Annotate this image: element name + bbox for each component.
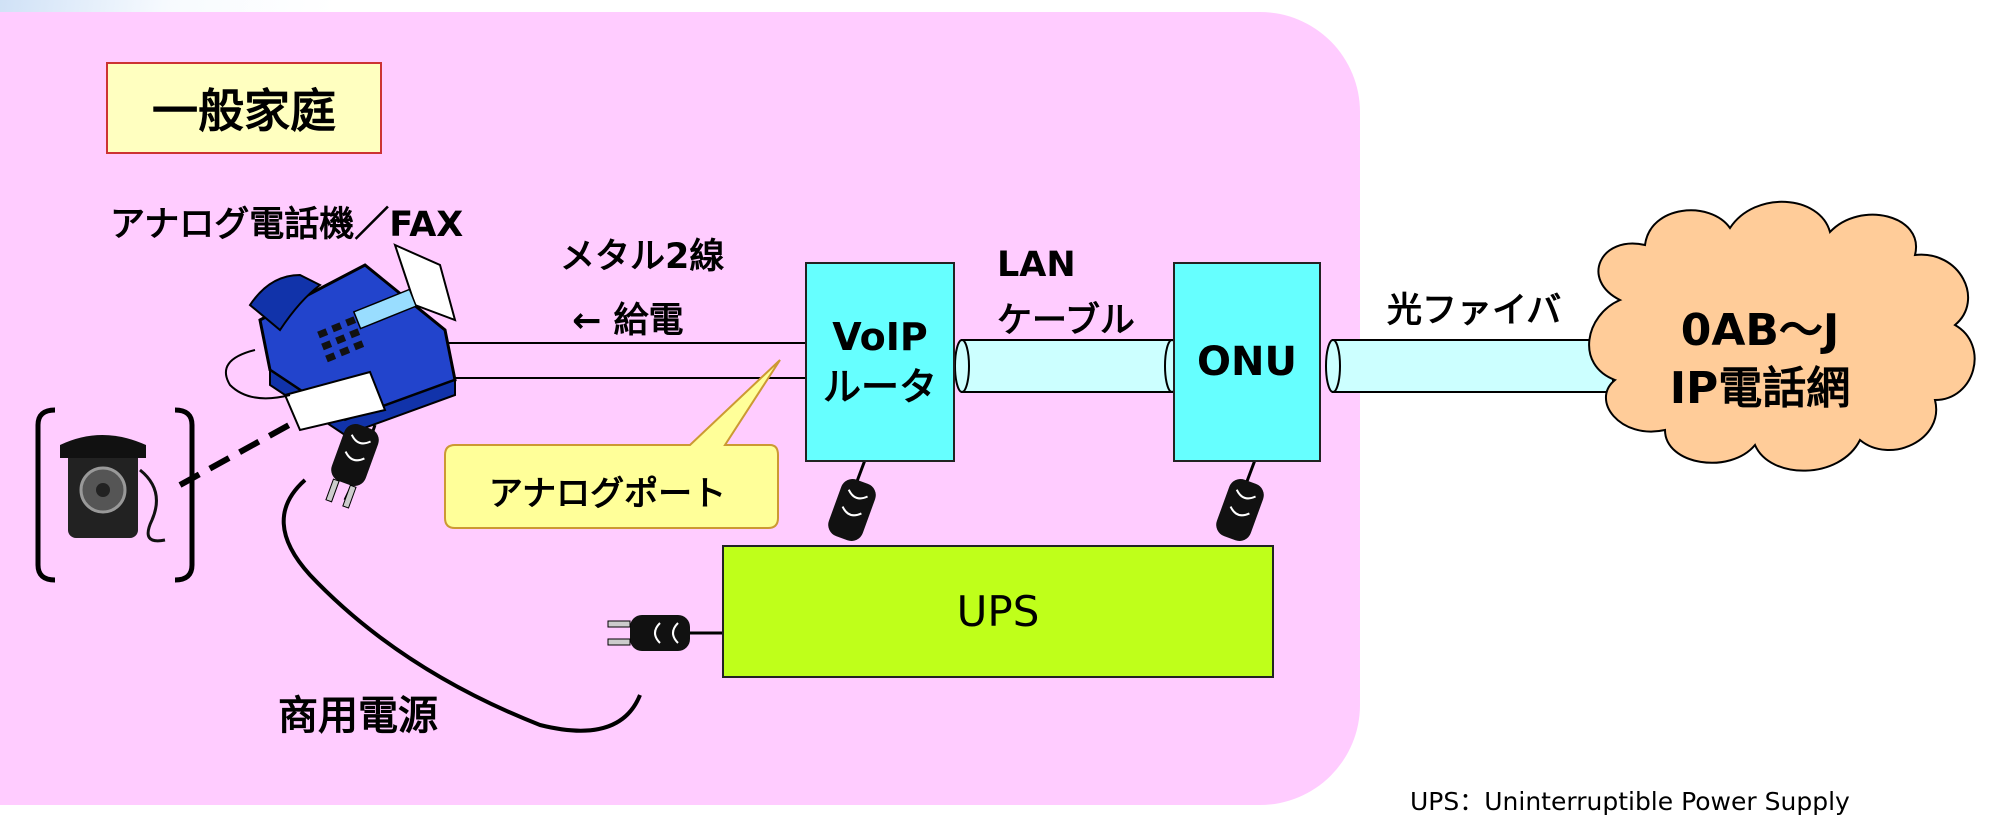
voip-router-label: VoIP	[832, 315, 928, 359]
alternate-phone-link	[178, 405, 322, 488]
analog-port-callout	[444, 359, 781, 529]
ip-network-label-line2: IP電話網	[1669, 363, 1851, 414]
ip-network-label: 0AB～J IP電話網	[1610, 300, 1910, 420]
fax-machine-icon	[224, 243, 457, 437]
commercial-power-label: 商用電源	[278, 693, 438, 739]
lan-cable	[954, 339, 1180, 393]
footnote: UPS：Uninterruptible Power Supply	[1410, 787, 1850, 816]
voip-router-sublabel: ルータ	[822, 365, 937, 409]
ups-label: UPS	[956, 587, 1040, 636]
voip-router-box: VoIP ルータ	[805, 262, 955, 462]
power-feed-label: ← 給電	[572, 301, 684, 341]
lan-cable-label: ケーブル	[997, 301, 1135, 341]
ups-box: UPS	[722, 545, 1274, 678]
ip-network-label-line1: 0AB～J	[1680, 305, 1840, 356]
phone-fax-label: アナログ電話機／FAX	[110, 205, 464, 245]
lan-label: LAN	[997, 245, 1076, 285]
rotary-phone-icon	[35, 407, 195, 583]
metal-wire-pair	[440, 342, 806, 379]
fiber-label: 光ファイバ	[1387, 291, 1562, 331]
analog-port-label: アナログポート	[488, 473, 727, 514]
power-plug-icon	[325, 424, 1264, 651]
fiber-cable	[1325, 339, 1614, 393]
home-title: 一般家庭	[106, 62, 382, 154]
onu-label: ONU	[1197, 339, 1297, 385]
metal-line-label: メタル2線	[560, 237, 725, 277]
ip-network-cloud	[1588, 200, 1976, 472]
onu-box: ONU	[1173, 262, 1321, 462]
